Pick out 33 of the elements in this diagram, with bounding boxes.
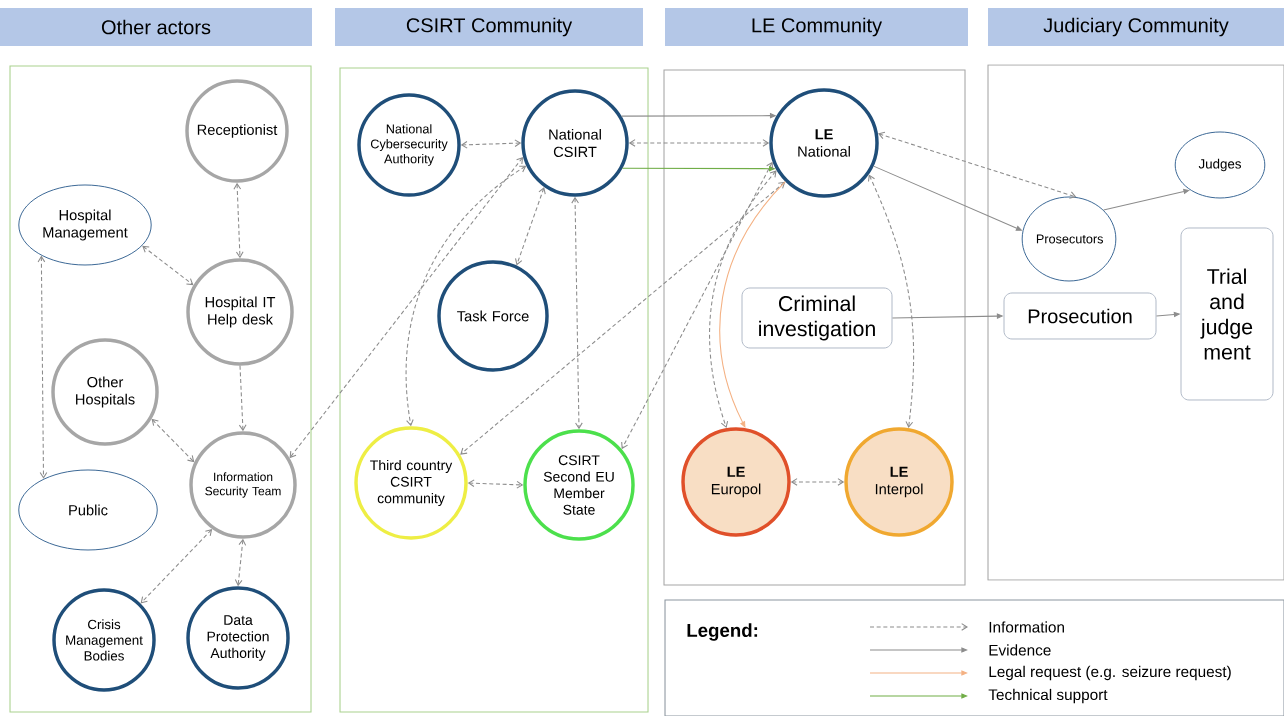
arrow xyxy=(233,182,244,259)
arrow xyxy=(571,196,583,430)
arrow xyxy=(515,187,546,266)
arrow xyxy=(709,170,777,429)
legend-label: Legal request (e.g. seizure request) xyxy=(989,665,1231,681)
arrow xyxy=(238,365,247,432)
panel-header: CSIRT Community xyxy=(335,8,643,46)
arrow xyxy=(37,255,48,479)
process-box: Prosecution xyxy=(1003,292,1157,340)
arrow xyxy=(140,529,213,604)
arrow xyxy=(1103,188,1190,211)
arrow xyxy=(289,156,524,459)
arrow xyxy=(234,538,247,587)
legend-label: Evidence xyxy=(989,644,1051,656)
panel-header: Other actors xyxy=(0,8,312,46)
arrow xyxy=(142,245,194,286)
panel-header: Judiciary Community xyxy=(988,8,1284,46)
arrow xyxy=(790,478,845,486)
arrow xyxy=(867,174,915,429)
arrow xyxy=(621,161,774,450)
arrow xyxy=(460,181,786,455)
arrow xyxy=(405,165,527,427)
legend-title: Legend: xyxy=(687,623,758,641)
arrow xyxy=(628,139,770,147)
process-box: Trial and judge ment xyxy=(1180,227,1274,401)
panel-header: LE Community xyxy=(665,8,968,46)
process-box: Criminal investigation xyxy=(741,287,893,349)
arrow xyxy=(151,418,195,463)
legend-label: Information xyxy=(989,621,1064,633)
legend-label: Technical support xyxy=(988,688,1108,704)
arrow xyxy=(877,131,1077,199)
arrow xyxy=(467,479,524,489)
arrow xyxy=(460,139,522,149)
